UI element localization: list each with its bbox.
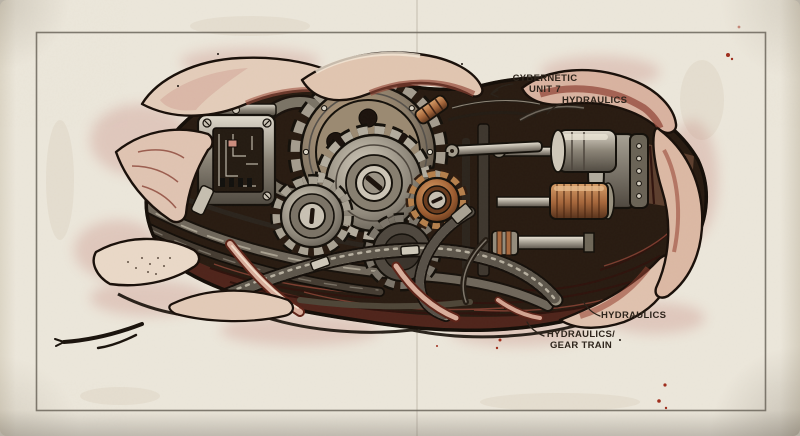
label-line: CYBERNETIC xyxy=(512,73,578,84)
label-cybernetic-unit-7: CYBERNETIC UNIT 7 xyxy=(503,73,587,95)
label-line: GEAR TRAIN xyxy=(549,340,613,351)
label-hydraulics-gear-train: HYDRAULICS/ GEAR TRAIN xyxy=(546,329,616,351)
label-hydraulics-top: HYDRAULICS xyxy=(562,95,628,106)
label-hydraulics-right: HYDRAULICS xyxy=(601,310,667,321)
label-line: UNIT 7 xyxy=(529,84,561,95)
label-line: HYDRAULICS/ xyxy=(546,329,616,340)
